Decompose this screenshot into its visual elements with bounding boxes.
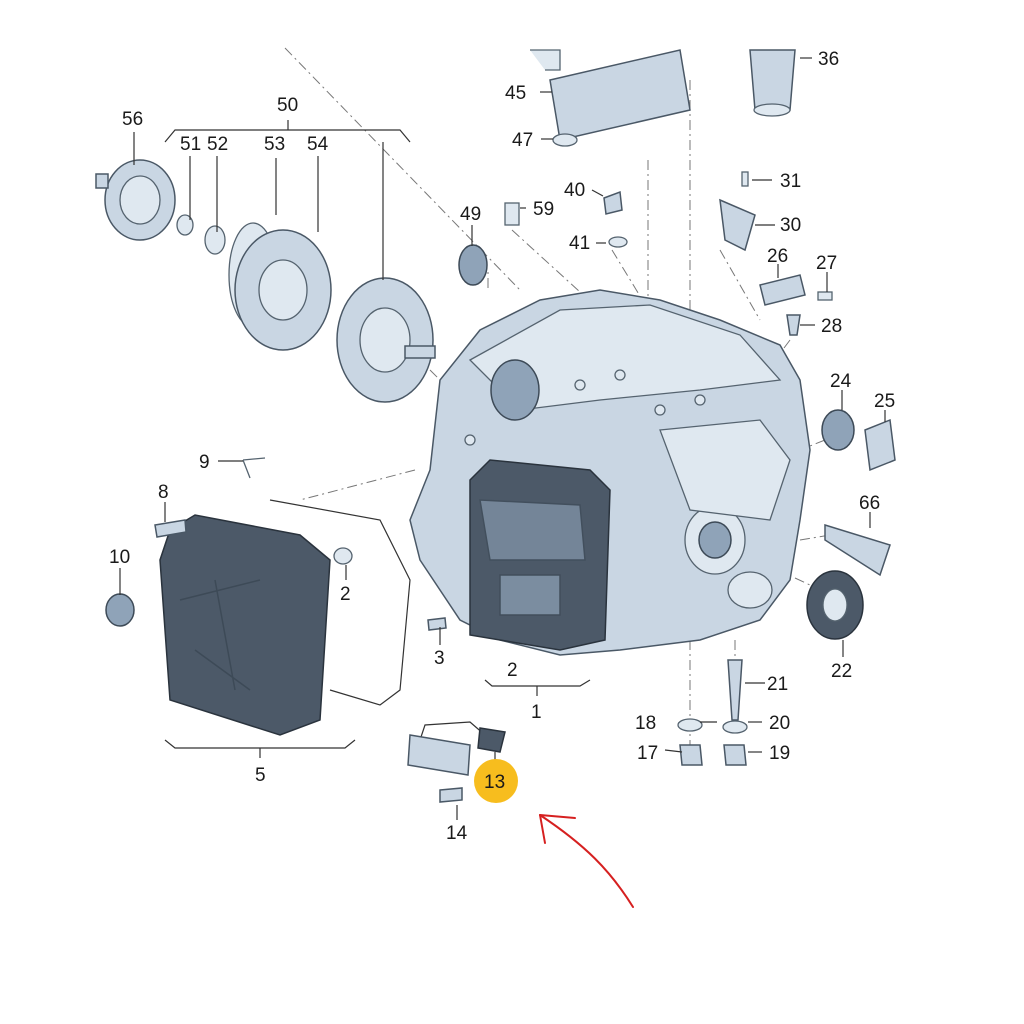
label-2-pan: 2 bbox=[340, 584, 351, 605]
leader-lines bbox=[119, 57, 886, 820]
label-21: 21 bbox=[767, 674, 788, 695]
label-41: 41 bbox=[569, 233, 590, 254]
label-30: 30 bbox=[780, 215, 801, 236]
annotation-arrow bbox=[539, 814, 634, 908]
label-10: 10 bbox=[109, 547, 130, 568]
label-28: 28 bbox=[821, 316, 842, 337]
group-brackets bbox=[164, 120, 591, 758]
label-3: 3 bbox=[434, 648, 445, 669]
label-25: 25 bbox=[874, 391, 895, 412]
label-56: 56 bbox=[122, 109, 143, 130]
label-17: 17 bbox=[637, 743, 658, 764]
clutch-assembly bbox=[95, 159, 436, 403]
label-66: 66 bbox=[859, 493, 880, 514]
label-59: 59 bbox=[533, 199, 554, 220]
label-8: 8 bbox=[158, 482, 169, 503]
label-26: 26 bbox=[767, 246, 788, 267]
label-2-mechatronic: 2 bbox=[507, 660, 518, 681]
label-36: 36 bbox=[818, 49, 839, 70]
label-20: 20 bbox=[769, 713, 790, 734]
label-19: 19 bbox=[769, 743, 790, 764]
label-24: 24 bbox=[830, 371, 852, 392]
oil-filter bbox=[749, 49, 796, 117]
speed-sensor bbox=[407, 721, 506, 803]
label-45: 45 bbox=[505, 83, 526, 104]
label-5: 5 bbox=[255, 765, 266, 786]
label-27: 27 bbox=[816, 253, 837, 274]
label-1: 1 bbox=[531, 702, 542, 723]
part-labels: 56 50 51 52 53 54 45 47 36 59 49 40 41 3… bbox=[109, 49, 895, 844]
label-50: 50 bbox=[277, 95, 298, 116]
label-40: 40 bbox=[564, 180, 585, 201]
label-49: 49 bbox=[460, 204, 481, 225]
label-22: 22 bbox=[831, 661, 852, 682]
label-47: 47 bbox=[512, 130, 533, 151]
label-31: 31 bbox=[780, 171, 801, 192]
oil-cooler bbox=[530, 49, 691, 147]
label-13: 13 bbox=[484, 772, 505, 793]
mechatronic-unit bbox=[469, 459, 611, 651]
label-52: 52 bbox=[207, 134, 228, 155]
label-53: 53 bbox=[264, 134, 285, 155]
label-18: 18 bbox=[635, 713, 656, 734]
label-9: 9 bbox=[199, 452, 210, 473]
label-51: 51 bbox=[180, 134, 201, 155]
label-14: 14 bbox=[446, 823, 468, 844]
highlight-marker bbox=[474, 759, 518, 803]
oil-pan bbox=[159, 499, 411, 736]
small-parts bbox=[105, 171, 896, 766]
label-54: 54 bbox=[307, 134, 329, 155]
